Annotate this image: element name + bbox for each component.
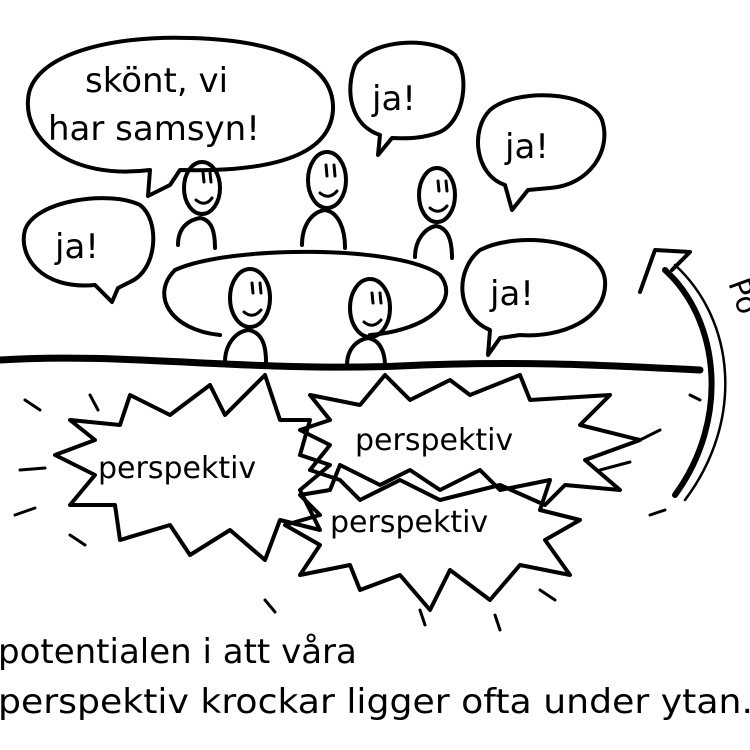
person-3 xyxy=(413,166,457,260)
impact-dashes xyxy=(13,393,702,632)
perspective-burst-3: perspektiv xyxy=(283,463,582,612)
perspective-burst-2: perspektiv xyxy=(298,373,642,507)
bubble-text-line1: skönt, vi xyxy=(85,61,228,101)
perspective-label: perspektiv xyxy=(98,451,256,486)
caption-line-1: potentialen i att våra xyxy=(0,632,357,672)
caption-line-2: perspektiv krockar ligger ofta under yta… xyxy=(0,682,750,722)
speech-bubble-ja-3: ja! xyxy=(21,196,156,304)
surface-line xyxy=(0,354,704,374)
bubble-text: ja! xyxy=(54,227,99,267)
bubble-text: ja! xyxy=(489,274,534,314)
perspective-label: perspektiv xyxy=(330,505,488,540)
up-arrow-icon xyxy=(638,248,727,502)
bubble-text: ja! xyxy=(504,127,549,167)
person-5 xyxy=(345,277,392,368)
perspective-label: perspektiv xyxy=(355,423,513,458)
speech-bubble-ja-4: ja! xyxy=(460,238,608,357)
perspective-burst-1: perspektiv xyxy=(53,373,332,562)
table xyxy=(162,249,448,337)
side-label: Po xyxy=(720,274,750,319)
person-1 xyxy=(176,160,222,250)
speech-bubble-ja-1: ja! xyxy=(348,40,466,157)
bubble-text: ja! xyxy=(371,79,416,119)
speech-bubble-ja-2: ja! xyxy=(476,93,607,212)
speech-bubble-samsyn: skönt, vi har samsyn! xyxy=(25,35,336,198)
person-4 xyxy=(223,267,272,364)
person-2 xyxy=(300,150,348,250)
bubble-text-line2: har samsyn! xyxy=(48,109,260,149)
